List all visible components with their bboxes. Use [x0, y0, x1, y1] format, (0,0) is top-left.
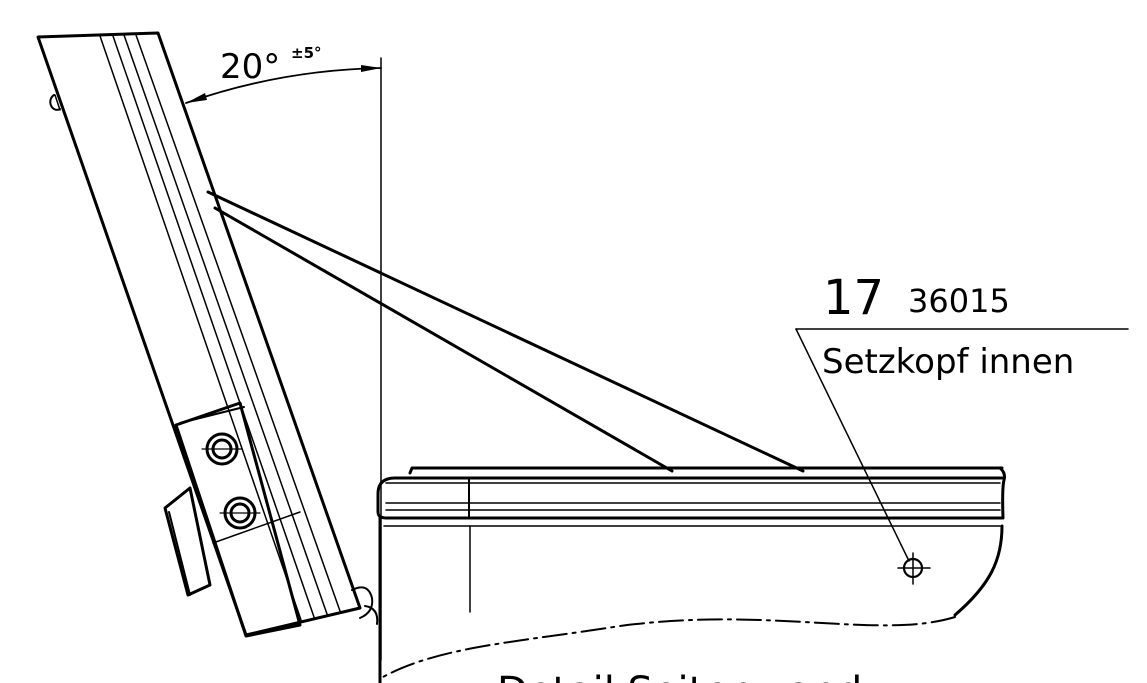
rivet-hole	[897, 552, 931, 585]
callout-part-number: 36015	[908, 282, 1010, 320]
callout-leader-line	[795, 328, 910, 562]
bolt-upper	[201, 432, 243, 466]
angle-dimension: 20° ±5°	[185, 44, 382, 104]
bottom-caption: Detail Seitenwand	[497, 669, 862, 683]
diagonal-strut	[206, 190, 805, 473]
bolt-lower	[219, 496, 261, 530]
angle-value: 20°	[220, 47, 280, 87]
callout-item-number: 17	[823, 270, 884, 326]
callout: 17 36015 Setzkopf innen	[795, 270, 1129, 562]
mounting-bracket	[163, 401, 302, 638]
angle-arrowhead-right	[361, 65, 381, 72]
angle-tolerance: ±5°	[291, 44, 322, 62]
callout-description: Setzkopf innen	[822, 342, 1074, 382]
angle-arrowhead-left	[186, 93, 207, 103]
base-frame	[376, 466, 1006, 683]
tilted-post	[36, 31, 379, 637]
